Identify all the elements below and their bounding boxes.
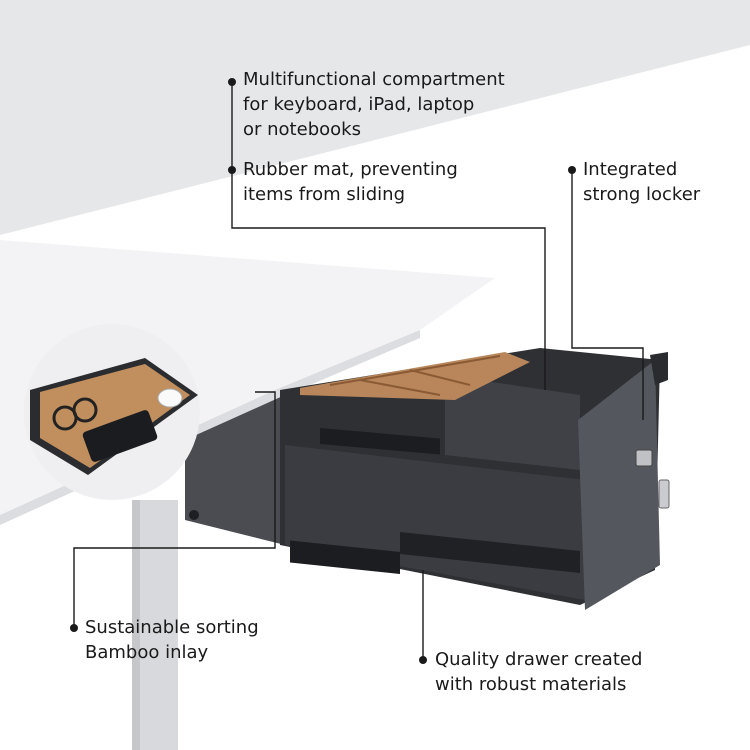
wall-backdrop: [0, 0, 750, 235]
callout-text: Quality drawer created: [435, 649, 643, 670]
phone-icon: [82, 410, 158, 462]
callout-text: or notebooks: [243, 119, 361, 140]
screw-icon: [189, 510, 199, 520]
callout-dot: [228, 78, 236, 86]
callout-drawer: Quality drawer created with robust mater…: [435, 647, 642, 697]
drawer-rail: [290, 540, 400, 575]
bamboo-inlay: [300, 352, 530, 400]
drawer-front: [578, 360, 660, 610]
drawer-housing: [185, 395, 285, 545]
callout-text: Rubber mat, preventing: [243, 159, 458, 180]
lock-icon: [635, 449, 653, 467]
callout-locker: Integrated strong locker: [583, 157, 700, 207]
callout-text: for keyboard, iPad, laptop: [243, 94, 475, 115]
callout-bamboo: Sustainable sorting Bamboo inlay: [85, 615, 259, 665]
leader-lines: [73, 82, 644, 660]
key-icon: [658, 479, 670, 509]
callout-text: with robust materials: [435, 674, 627, 695]
callout-text: Multifunctional compartment: [243, 69, 505, 90]
earbuds-case-icon: [157, 388, 183, 408]
callout-rubber-mat: Rubber mat, preventing items from slidin…: [243, 157, 458, 207]
callout-text: Sustainable sorting: [85, 617, 259, 638]
callout-compartment: Multifunctional compartment for keyboard…: [243, 67, 505, 142]
callout-text: Bamboo inlay: [85, 642, 209, 663]
callout-text: items from sliding: [243, 184, 406, 205]
callout-text: Integrated: [583, 159, 678, 180]
callout-text: strong locker: [583, 184, 701, 205]
